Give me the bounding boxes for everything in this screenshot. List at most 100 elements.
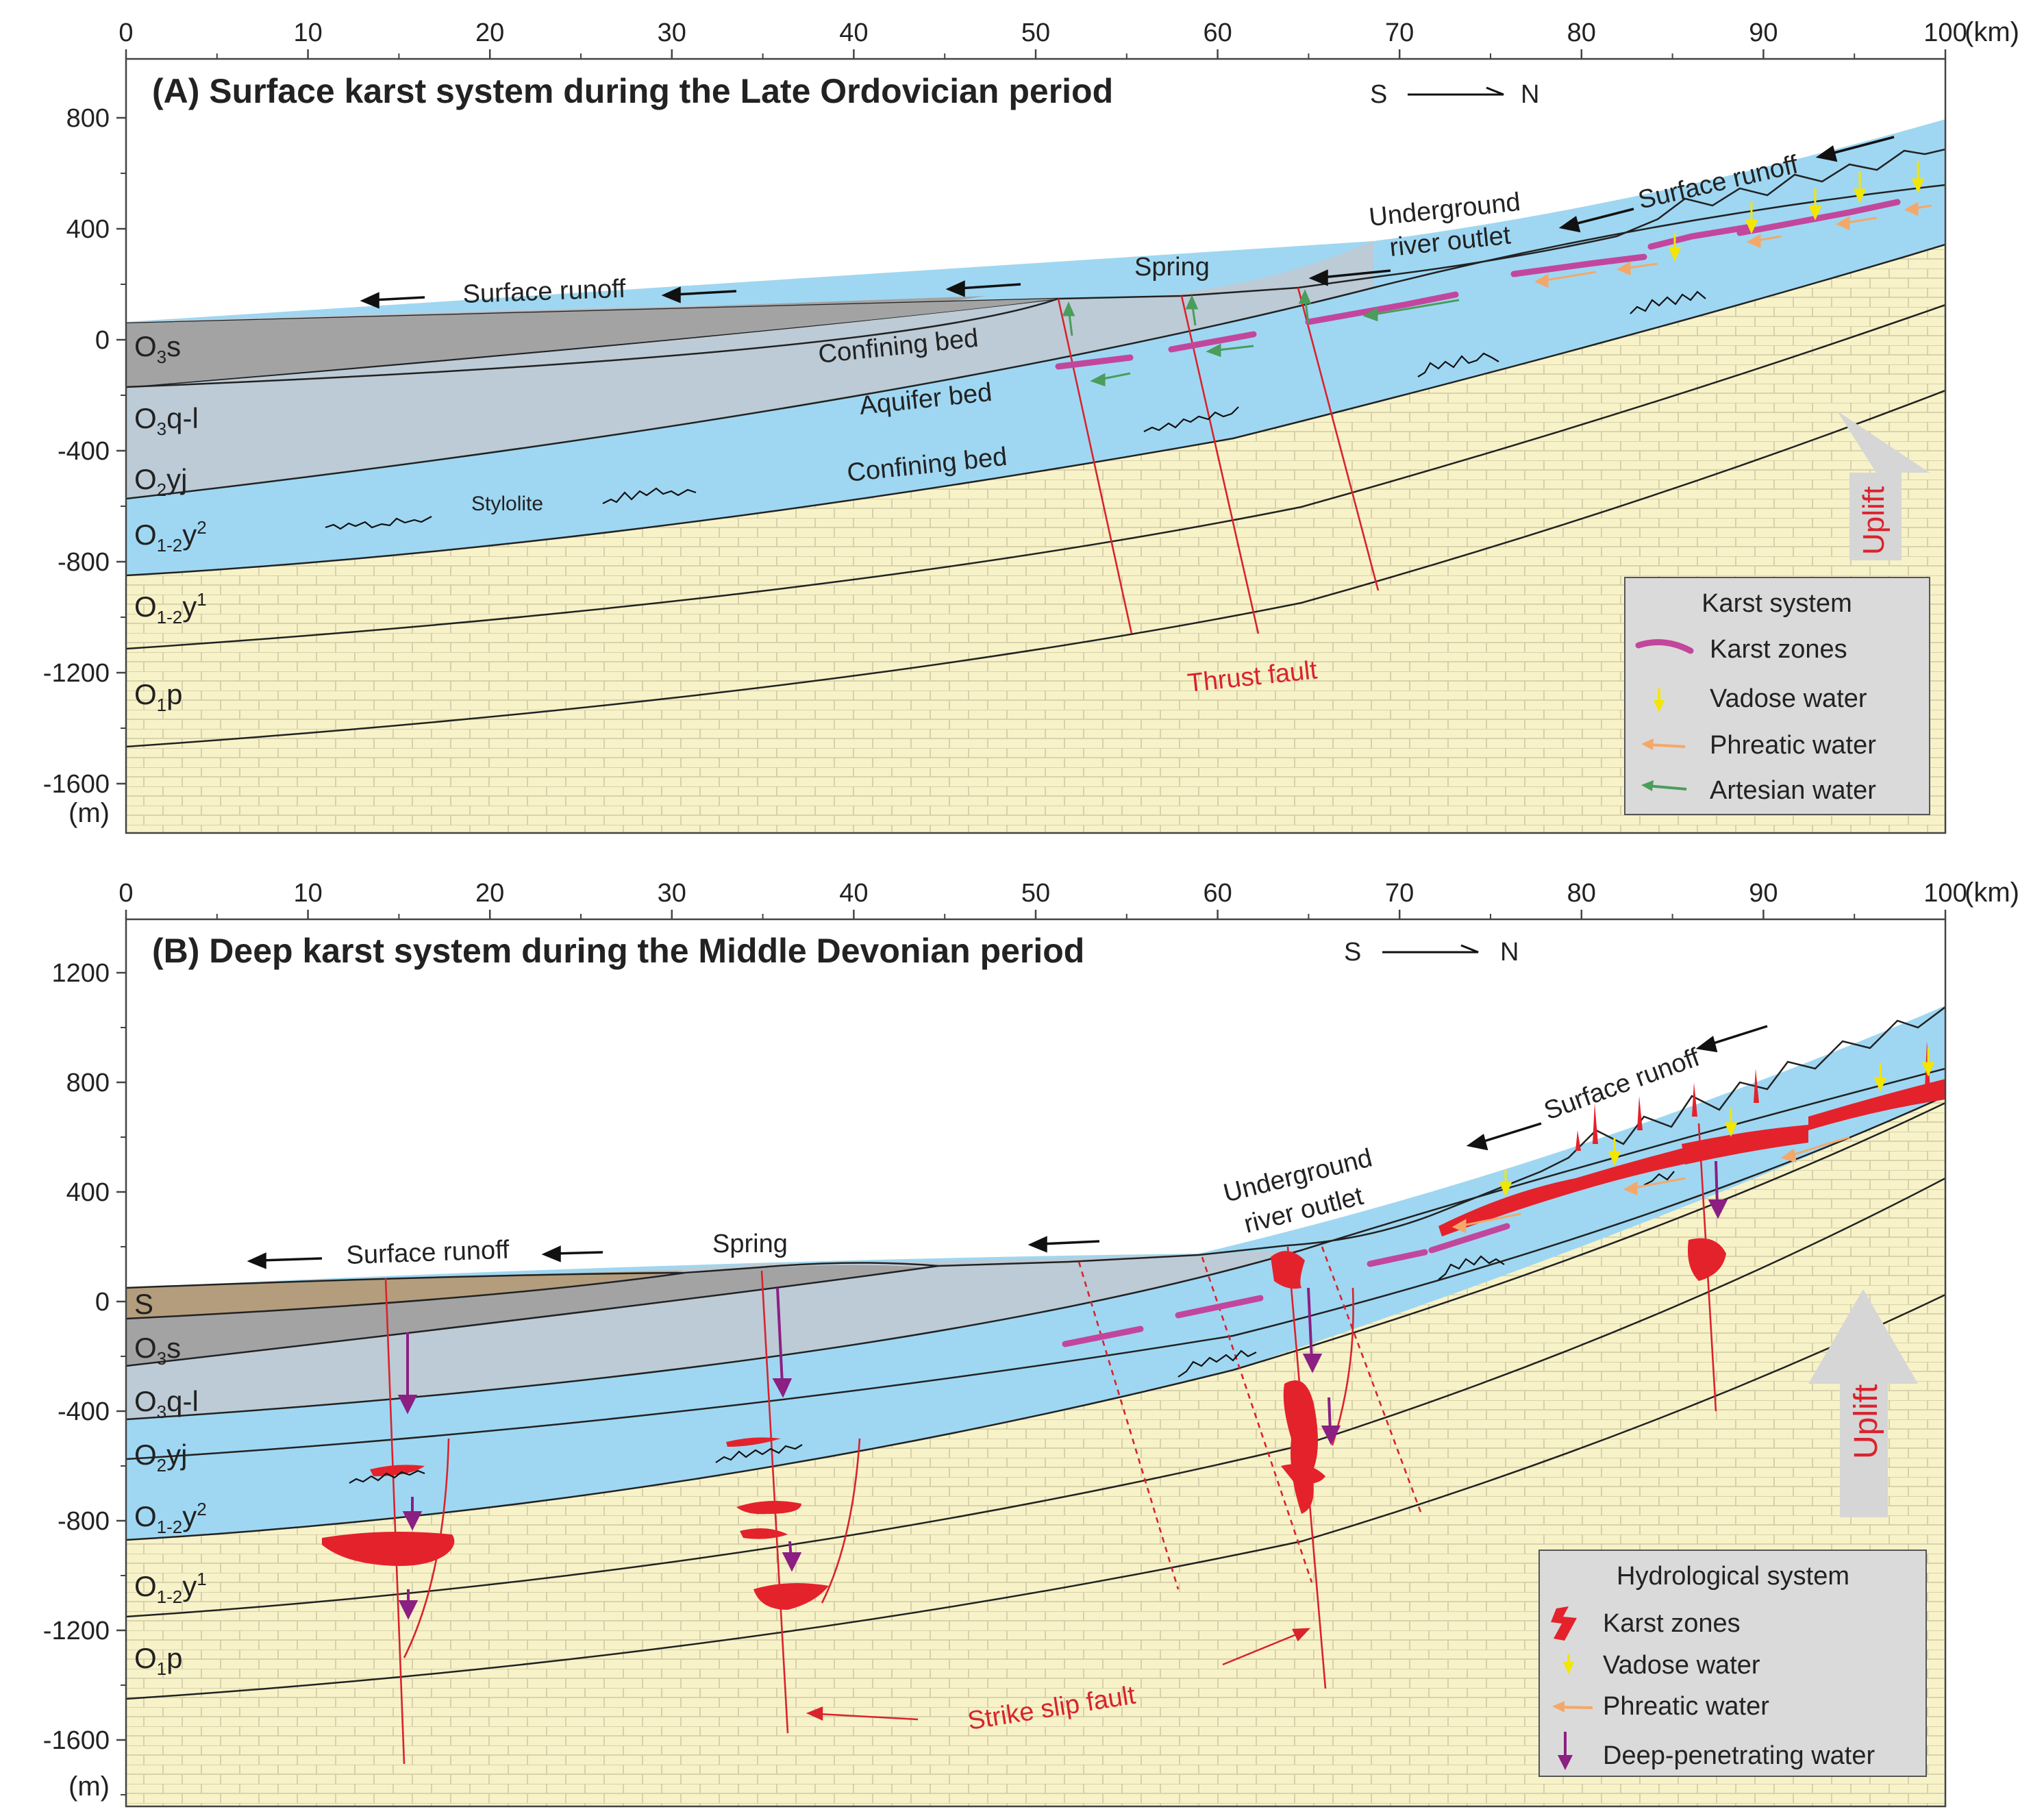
- surface-a: [126, 148, 1945, 325]
- x-tick-label: 90: [1749, 879, 1778, 908]
- strat-a-2: O2yj: [134, 463, 187, 500]
- direction-a-s: S: [1370, 80, 1387, 109]
- panel-a-title: (A) Surface karst system during the Late…: [152, 72, 1113, 110]
- y-unit-label: (m): [68, 1771, 110, 1802]
- vadose-water-b: [1499, 1048, 1935, 1197]
- strat-b-6: O1p: [134, 1642, 183, 1679]
- karst-zones-a: [1055, 199, 1901, 370]
- x-tick-label: 100: [1923, 18, 1967, 47]
- x-tick-label: 10: [293, 18, 322, 47]
- legend-a-vadose-swatch: [1654, 688, 1665, 712]
- x-tick-label: 70: [1385, 18, 1414, 47]
- karst-zones-b-remnant: [1062, 1223, 1510, 1347]
- legend-b-item-3: Deep-penetrating water: [1603, 1741, 1875, 1770]
- strat-a-3: O1-2y2: [134, 517, 207, 556]
- x-tick-label: 100: [1923, 879, 1967, 908]
- x-tick-label: 30: [658, 18, 686, 47]
- strat-a-0: O3s: [134, 330, 181, 367]
- label-b-surface-runoff-left: Surface runoff: [346, 1236, 510, 1270]
- legend-b-karst-swatch: [1551, 1606, 1577, 1641]
- y-tick-label: -1200: [43, 1617, 110, 1645]
- uplift-arrow-a: [1837, 411, 1930, 560]
- y-tick-label: 0: [95, 326, 110, 355]
- legend-a-artesian-swatch: [1641, 780, 1687, 791]
- x-tick-label: 70: [1385, 879, 1414, 908]
- x-tick-label: 0: [119, 18, 133, 47]
- panel-a: (A) Surface karst system during the Late…: [43, 17, 2019, 834]
- x-tick-label: 10: [293, 879, 322, 908]
- stylolites-a: [325, 290, 1706, 530]
- legend-b: Hydrological system Karst zones Vadose w…: [1538, 1550, 1927, 1777]
- x-tick-label: 20: [475, 18, 504, 47]
- deep-water-b: [397, 1160, 1728, 1620]
- legend-a-item-0: Karst zones: [1710, 635, 1847, 664]
- strat-a-4: O1-2y1: [134, 589, 207, 627]
- y-tick-label: 400: [66, 215, 110, 244]
- y-unit-label: (m): [68, 798, 110, 828]
- x-tick-label: 40: [839, 879, 868, 908]
- direction-b-arrow: [1382, 944, 1479, 954]
- legend-b-item-0: Karst zones: [1603, 1609, 1741, 1638]
- legend-a-title: Karst system: [1702, 589, 1852, 618]
- panel-b-title: (B) Deep karst system during the Middle …: [152, 932, 1084, 970]
- legend-a-item-3: Artesian water: [1710, 776, 1876, 805]
- x-unit-label: (km): [1965, 878, 2019, 908]
- label-a-spring: Spring: [1134, 253, 1210, 282]
- direction-a-n: N: [1521, 80, 1539, 109]
- legend-b-title: Hydrological system: [1617, 1562, 1849, 1591]
- label-a-stylolite: Stylolite: [471, 493, 543, 515]
- legend-a-item-2: Phreatic water: [1710, 731, 1876, 760]
- label-a-surface-runoff-left: Surface runoff: [462, 275, 627, 309]
- uplift-arrow-b: [1808, 1289, 1918, 1517]
- panel-b: (B) Deep karst system during the Middle …: [43, 878, 2019, 1808]
- strat-b-4: O1-2y2: [134, 1499, 207, 1537]
- strat-a-1: O3q-l: [134, 402, 199, 439]
- strat-labels-a: O3s O3q-l O2yj O1-2y2 O1-2y1 O1p: [134, 330, 207, 715]
- artesian-water-a: [1062, 289, 1460, 387]
- y-tick-label: -800: [58, 548, 110, 577]
- layer-a-o3ql: [126, 241, 1373, 499]
- y-tick-label: -800: [58, 1507, 110, 1536]
- phreatic-water-b: [1451, 1136, 1850, 1234]
- y-tick-label: -1600: [43, 1726, 110, 1755]
- y-tick-label: -1200: [43, 659, 110, 688]
- legend-b-vadose-swatch: [1563, 1654, 1574, 1674]
- legend-b-item-1: Vadose water: [1603, 1651, 1760, 1680]
- x-tick-label: 30: [658, 879, 686, 908]
- x-tick-label: 80: [1567, 879, 1596, 908]
- legend-a-karst-swatch: [1635, 639, 1694, 654]
- stylolites-b: [349, 1171, 1675, 1484]
- direction-a-arrow: [1408, 86, 1504, 96]
- legend-b-phreatic-swatch: [1552, 1701, 1593, 1713]
- x-tick-label: 20: [475, 879, 504, 908]
- x-tick-label: 60: [1203, 18, 1232, 47]
- x-tick-label: 0: [119, 879, 133, 908]
- vadose-water-a: [1668, 161, 1925, 262]
- label-b-uplift: Uplift: [1848, 1384, 1884, 1459]
- x-tick-label: 50: [1021, 18, 1050, 47]
- phreatic-water-a: [1534, 201, 1932, 288]
- legend-a: Karst system Karst zones Vadose water Ph…: [1624, 577, 1930, 815]
- x-tick-label: 80: [1567, 18, 1596, 47]
- legend-a-item-1: Vadose water: [1710, 684, 1867, 713]
- strat-labels-b: S O3s O3q-l O2yj O1-2y2 O1-2y1 O1p: [134, 1288, 207, 1679]
- label-a-uplift: Uplift: [1857, 486, 1891, 555]
- boundaries-a: [126, 184, 1945, 748]
- direction-b-n: N: [1500, 938, 1519, 967]
- fault-pointers-b: [806, 1628, 1311, 1721]
- y-tick-label: 1200: [51, 959, 110, 988]
- strat-a-5: O1p: [134, 678, 183, 715]
- runoff-arrows-b: [247, 1025, 1768, 1269]
- karst-zones-b: [322, 1041, 1945, 1610]
- legend-b-deep-water-swatch: [1558, 1732, 1573, 1770]
- x-tick-label: 60: [1203, 879, 1232, 908]
- strat-b-0: S: [134, 1288, 153, 1320]
- y-tick-label: 400: [66, 1178, 110, 1207]
- legend-a-phreatic-swatch: [1641, 738, 1686, 750]
- label-b-spring: Spring: [712, 1230, 788, 1258]
- x-tick-label: 90: [1749, 18, 1778, 47]
- panel-b-geology: [126, 1006, 1945, 1806]
